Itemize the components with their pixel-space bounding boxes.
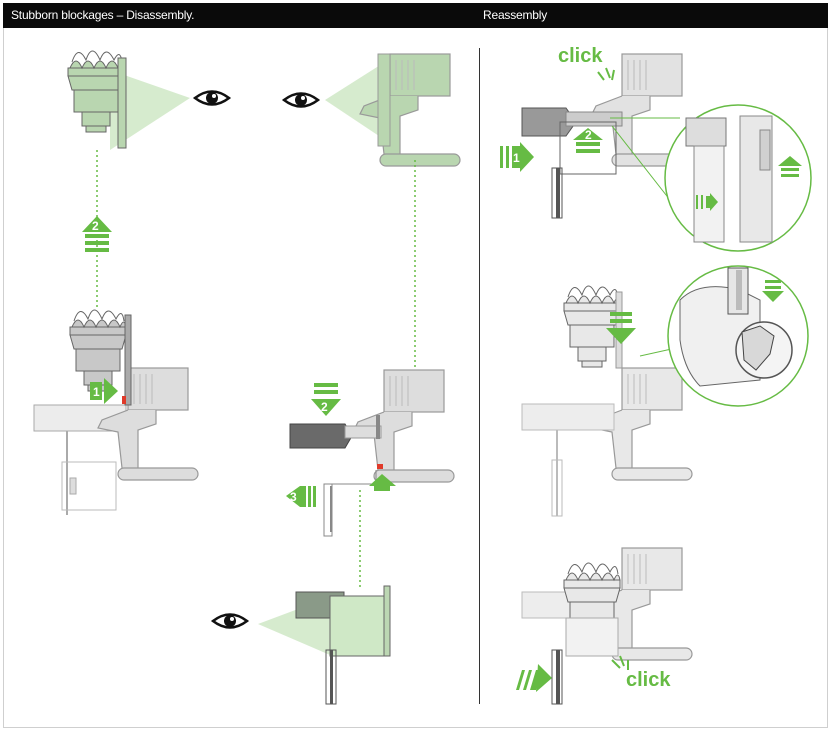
section-divider xyxy=(479,48,480,704)
arrow-right-icon: 1 xyxy=(500,142,534,172)
arrow-down-icon xyxy=(606,312,636,344)
arrow-right-icon xyxy=(516,664,552,692)
zoom-detail-middle xyxy=(667,265,809,407)
reassembly-step-2-number: 2 xyxy=(585,128,592,142)
bin-view xyxy=(258,585,391,705)
disassembly-title: Stubborn blockages – Disassembly. xyxy=(11,8,195,22)
eye-icon xyxy=(193,90,231,106)
arrow-down-icon: 2 xyxy=(311,383,341,416)
reassembly-bottom xyxy=(521,547,693,705)
step-2-number: 2 xyxy=(321,400,328,414)
arrow-left-icon: 3 xyxy=(286,486,316,507)
arrow-right-icon xyxy=(696,193,718,211)
arrow-right-icon: 1 xyxy=(90,378,118,404)
machine-middle xyxy=(289,369,455,537)
step-3-number: 3 xyxy=(290,490,297,504)
reassembly-title: Reassembly xyxy=(483,8,548,22)
step-1-number: 1 xyxy=(93,385,100,399)
reassembly-top xyxy=(521,53,693,219)
machine-left xyxy=(33,367,199,515)
cyclone-on-machine xyxy=(69,309,132,406)
handle-top-view xyxy=(325,53,461,167)
arrow-up-icon xyxy=(369,474,396,491)
click-label: click xyxy=(558,45,603,67)
step-2-number: 2 xyxy=(92,219,99,233)
arrow-down-icon xyxy=(762,280,784,302)
eye-icon xyxy=(282,92,320,108)
click-label: click xyxy=(626,669,671,691)
zoom-detail-top xyxy=(664,104,812,252)
header-bar: Stubborn blockages – Disassembly. Reasse… xyxy=(3,3,828,28)
reassembly-step-1-number: 1 xyxy=(513,151,520,165)
reassembly-middle xyxy=(521,285,693,517)
cyclone-top-view xyxy=(67,50,190,150)
release-button xyxy=(122,396,126,404)
arrow-up-icon xyxy=(778,156,802,177)
arrow-up-icon: 2 xyxy=(82,216,112,252)
arrow-up-icon: 2 xyxy=(573,128,603,153)
eye-icon xyxy=(211,613,249,629)
